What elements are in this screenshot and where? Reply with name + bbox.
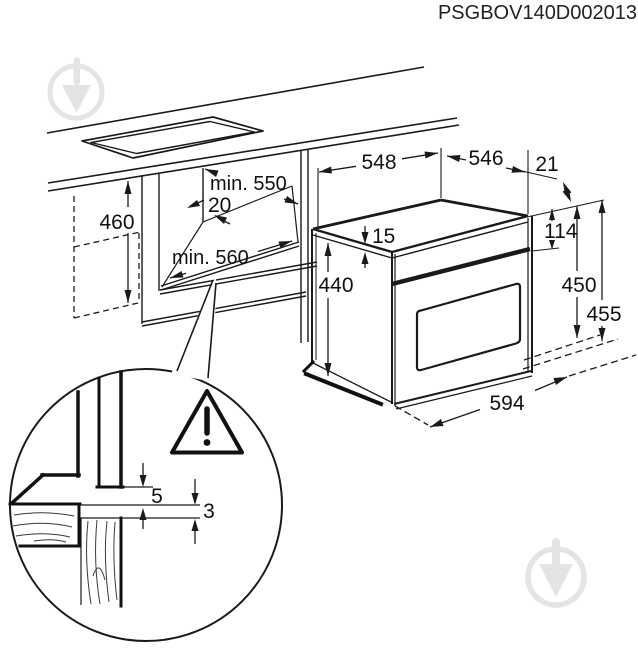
worktop-drawing <box>46 66 460 192</box>
dim-niche-depth: min. 550 <box>210 173 287 195</box>
detail-circle: 5 3 <box>8 276 283 642</box>
wood-grain <box>86 519 118 605</box>
hob-cutout-inner <box>90 120 256 155</box>
dim-top-recess: 15 <box>372 225 395 248</box>
watermark-pin-triangle-icon <box>539 564 573 597</box>
dim-front-height-outer: 455 <box>586 303 621 326</box>
watermark-pin-stem-icon <box>552 538 560 567</box>
watermark-pin-triangle-icon <box>62 85 91 113</box>
cabinet-drawing <box>73 149 318 343</box>
oven-foot <box>301 359 316 374</box>
oven-drawing <box>301 198 637 426</box>
dim-bottom-clearance: 3 <box>203 500 215 523</box>
hob-cutout-outer <box>81 116 264 159</box>
dim-wall-offset: 20 <box>208 194 231 217</box>
wood-grain <box>12 512 75 543</box>
dim-front-width: 594 <box>489 392 524 415</box>
dim-front-height-inner: 450 <box>561 274 596 297</box>
dim-oven-depth: 546 <box>468 147 503 170</box>
oven-dimensions: 548 546 21 15 440 114 450 455 <box>317 147 622 428</box>
dim-base-depth: min. 560 <box>172 247 249 269</box>
dim-top-clearance: 5 <box>151 485 163 508</box>
dim-oven-width: 548 <box>361 151 396 174</box>
drawing-title: PSGBOV140D002013 <box>438 2 637 24</box>
dim-cabinet-height: 460 <box>99 211 134 234</box>
dim-panel-height: 114 <box>544 220 578 243</box>
watermark-top-left <box>47 57 105 121</box>
watermark-pin-stem-icon <box>73 57 80 85</box>
oven-base-strip <box>303 371 384 407</box>
dim-body-height: 440 <box>318 274 353 297</box>
cabinet-dimensions: 460 min. 550 20 min. 560 <box>99 168 299 303</box>
oven-door-window <box>415 282 522 372</box>
warning-triangle-icon <box>170 389 244 455</box>
watermark-bottom-right <box>525 538 587 608</box>
dim-rear-clearance: 21 <box>535 153 558 176</box>
oven-control-band <box>391 246 531 287</box>
